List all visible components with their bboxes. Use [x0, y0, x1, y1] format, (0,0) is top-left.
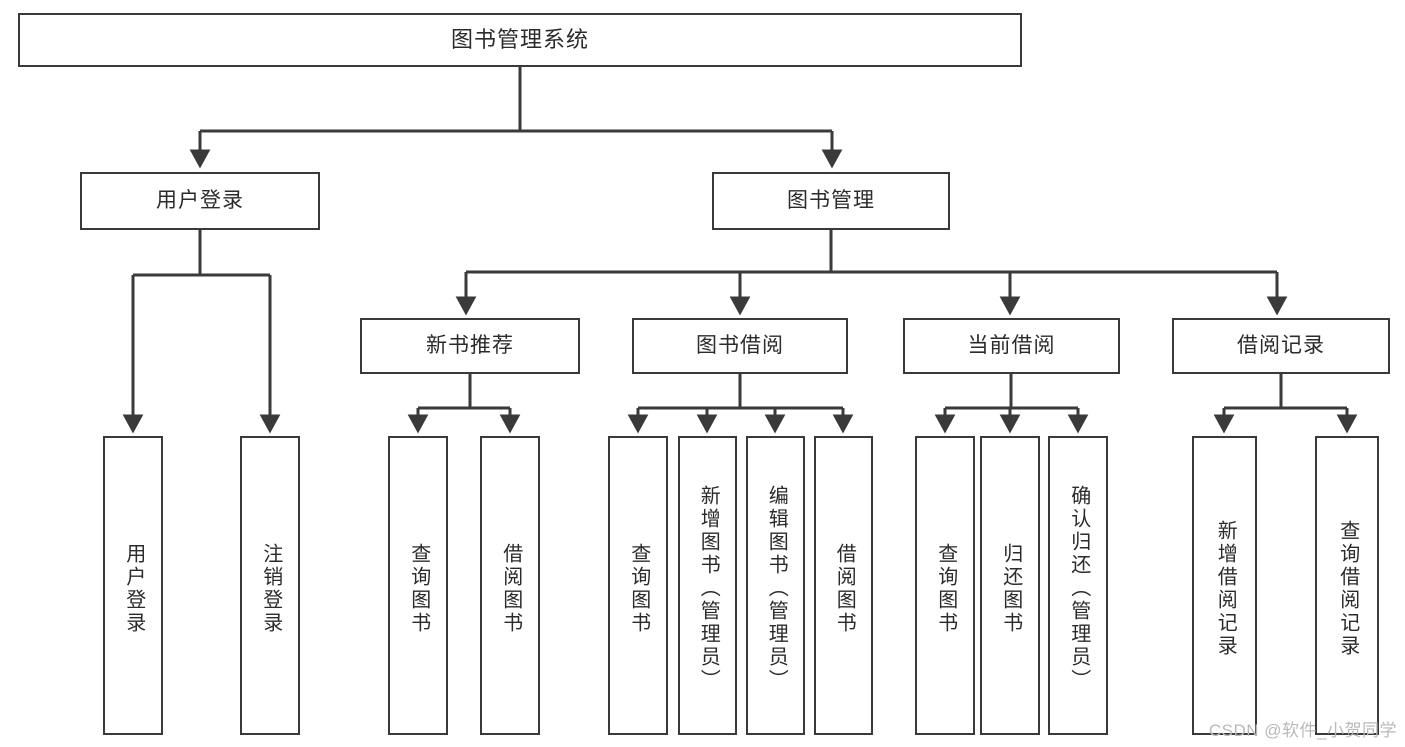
node-leaf-add-book-label: 新增图书（管理员） — [697, 485, 720, 692]
node-user-login[interactable]: 用户登录 — [80, 172, 320, 230]
node-leaf-borrow-book-1[interactable]: 借阅图书 — [480, 436, 540, 735]
node-root-label: 图书管理系统 — [450, 27, 589, 53]
node-leaf-return-book-label: 归还图书 — [999, 542, 1022, 635]
watermark-text: CSDN @软件_小贺同学 — [1208, 721, 1397, 740]
node-leaf-add-record-label: 新增借阅记录 — [1214, 519, 1237, 658]
node-book-manage[interactable]: 图书管理 — [712, 172, 950, 230]
node-leaf-add-book[interactable]: 新增图书（管理员） — [678, 436, 737, 735]
node-leaf-query-book-2[interactable]: 查询图书 — [608, 436, 668, 735]
node-leaf-logout-label: 注销登录 — [259, 542, 282, 635]
node-leaf-confirm-return[interactable]: 确认归还（管理员） — [1048, 436, 1108, 735]
node-leaf-return-book[interactable]: 归还图书 — [980, 436, 1040, 735]
node-current-borrow[interactable]: 当前借阅 — [903, 318, 1120, 374]
node-leaf-query-record-label: 查询借阅记录 — [1336, 519, 1359, 658]
node-leaf-confirm-return-label: 确认归还（管理员） — [1067, 485, 1090, 692]
node-leaf-query-book-1[interactable]: 查询图书 — [388, 436, 448, 735]
node-new-book-recommend-label: 新书推荐 — [426, 333, 514, 357]
node-leaf-borrow-book-2-label: 借阅图书 — [833, 542, 856, 635]
node-leaf-query-book-1-label: 查询图书 — [407, 542, 430, 635]
node-leaf-query-book-3[interactable]: 查询图书 — [915, 436, 975, 735]
node-leaf-borrow-book-1-label: 借阅图书 — [499, 542, 522, 635]
node-book-borrow-label: 图书借阅 — [696, 333, 784, 357]
node-leaf-query-book-2-label: 查询图书 — [627, 542, 650, 635]
node-leaf-edit-book[interactable]: 编辑图书（管理员） — [746, 436, 805, 735]
node-borrow-record[interactable]: 借阅记录 — [1172, 318, 1390, 374]
node-leaf-user-login[interactable]: 用户登录 — [103, 436, 163, 735]
node-leaf-query-record[interactable]: 查询借阅记录 — [1315, 436, 1379, 735]
node-leaf-logout[interactable]: 注销登录 — [240, 436, 300, 735]
node-leaf-add-record[interactable]: 新增借阅记录 — [1192, 436, 1257, 735]
node-root[interactable]: 图书管理系统 — [18, 13, 1022, 67]
node-leaf-query-book-3-label: 查询图书 — [934, 542, 957, 635]
node-current-borrow-label: 当前借阅 — [967, 333, 1056, 357]
node-book-borrow[interactable]: 图书借阅 — [632, 318, 848, 374]
node-leaf-edit-book-label: 编辑图书（管理员） — [765, 485, 788, 692]
node-user-login-label: 用户登录 — [156, 188, 244, 212]
node-book-manage-label: 图书管理 — [787, 188, 875, 212]
node-new-book-recommend[interactable]: 新书推荐 — [360, 318, 580, 374]
node-leaf-borrow-book-2[interactable]: 借阅图书 — [814, 436, 873, 735]
node-leaf-user-login-label: 用户登录 — [122, 542, 145, 635]
node-borrow-record-label: 借阅记录 — [1237, 333, 1325, 357]
